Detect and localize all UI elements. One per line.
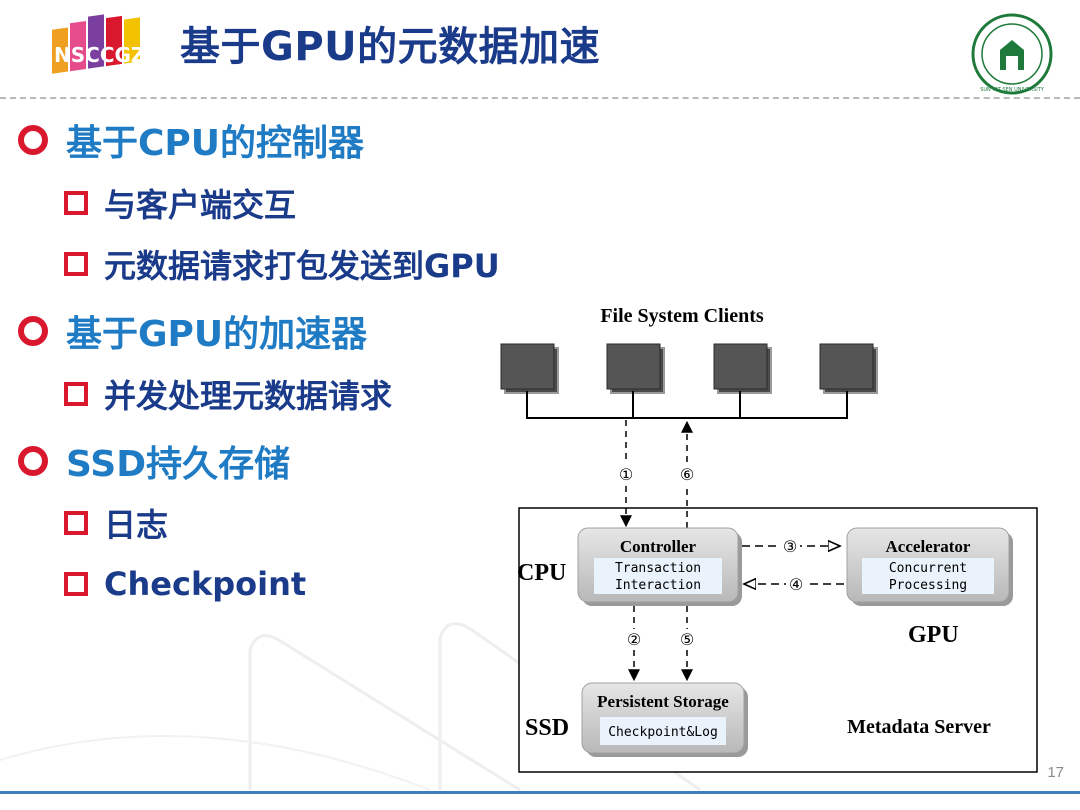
step-label-3: ③ xyxy=(783,537,797,556)
client-bus-line xyxy=(526,391,848,419)
client-node-1 xyxy=(500,343,559,394)
controller-line-2: Interaction xyxy=(615,578,701,593)
accelerator-title: Accelerator xyxy=(886,537,971,556)
footer-bar xyxy=(0,791,1080,794)
storage-inner-label: Checkpoint&Log xyxy=(608,725,718,740)
nsccgz-logo: NSCCGZ xyxy=(52,14,145,74)
storage-title: Persistent Storage xyxy=(597,692,729,711)
slide-title: 基于GPU的元数据加速 xyxy=(180,24,601,70)
cpu-label: CPU xyxy=(517,560,566,586)
controller-box: Controller Transaction Interaction xyxy=(577,527,742,606)
step-label-1: ① xyxy=(619,465,633,484)
page-number: 17 xyxy=(1047,764,1064,781)
accelerator-line-1: Concurrent xyxy=(889,561,967,576)
step-label-6: ⑥ xyxy=(680,465,694,484)
gpu-label: GPU xyxy=(908,622,959,648)
step-label-5: ⑤ xyxy=(680,630,694,649)
controller-line-1: Transaction xyxy=(615,561,701,576)
metadata-server-label: Metadata Server xyxy=(847,716,991,738)
accelerator-line-2: Processing xyxy=(889,578,967,593)
sysu-emblem-logo: SUN YAT-SEN UNIVERSITY xyxy=(971,13,1053,95)
client-node-3 xyxy=(713,343,772,394)
controller-title: Controller xyxy=(620,537,697,556)
client-node-4 xyxy=(819,343,878,394)
persistent-storage-box: Persistent Storage Checkpoint&Log xyxy=(581,682,748,757)
svg-text:SUN YAT-SEN UNIVERSITY: SUN YAT-SEN UNIVERSITY xyxy=(980,87,1045,93)
clients-label: File System Clients xyxy=(600,305,764,327)
client-node-2 xyxy=(606,343,665,394)
accelerator-box: Accelerator Concurrent Processing xyxy=(846,527,1013,606)
header-divider xyxy=(0,97,1080,99)
svg-text:NSCCGZ: NSCCGZ xyxy=(54,43,145,67)
ssd-label: SSD xyxy=(525,715,569,741)
step-label-4: ④ xyxy=(789,575,803,594)
step-label-2: ② xyxy=(627,630,641,649)
